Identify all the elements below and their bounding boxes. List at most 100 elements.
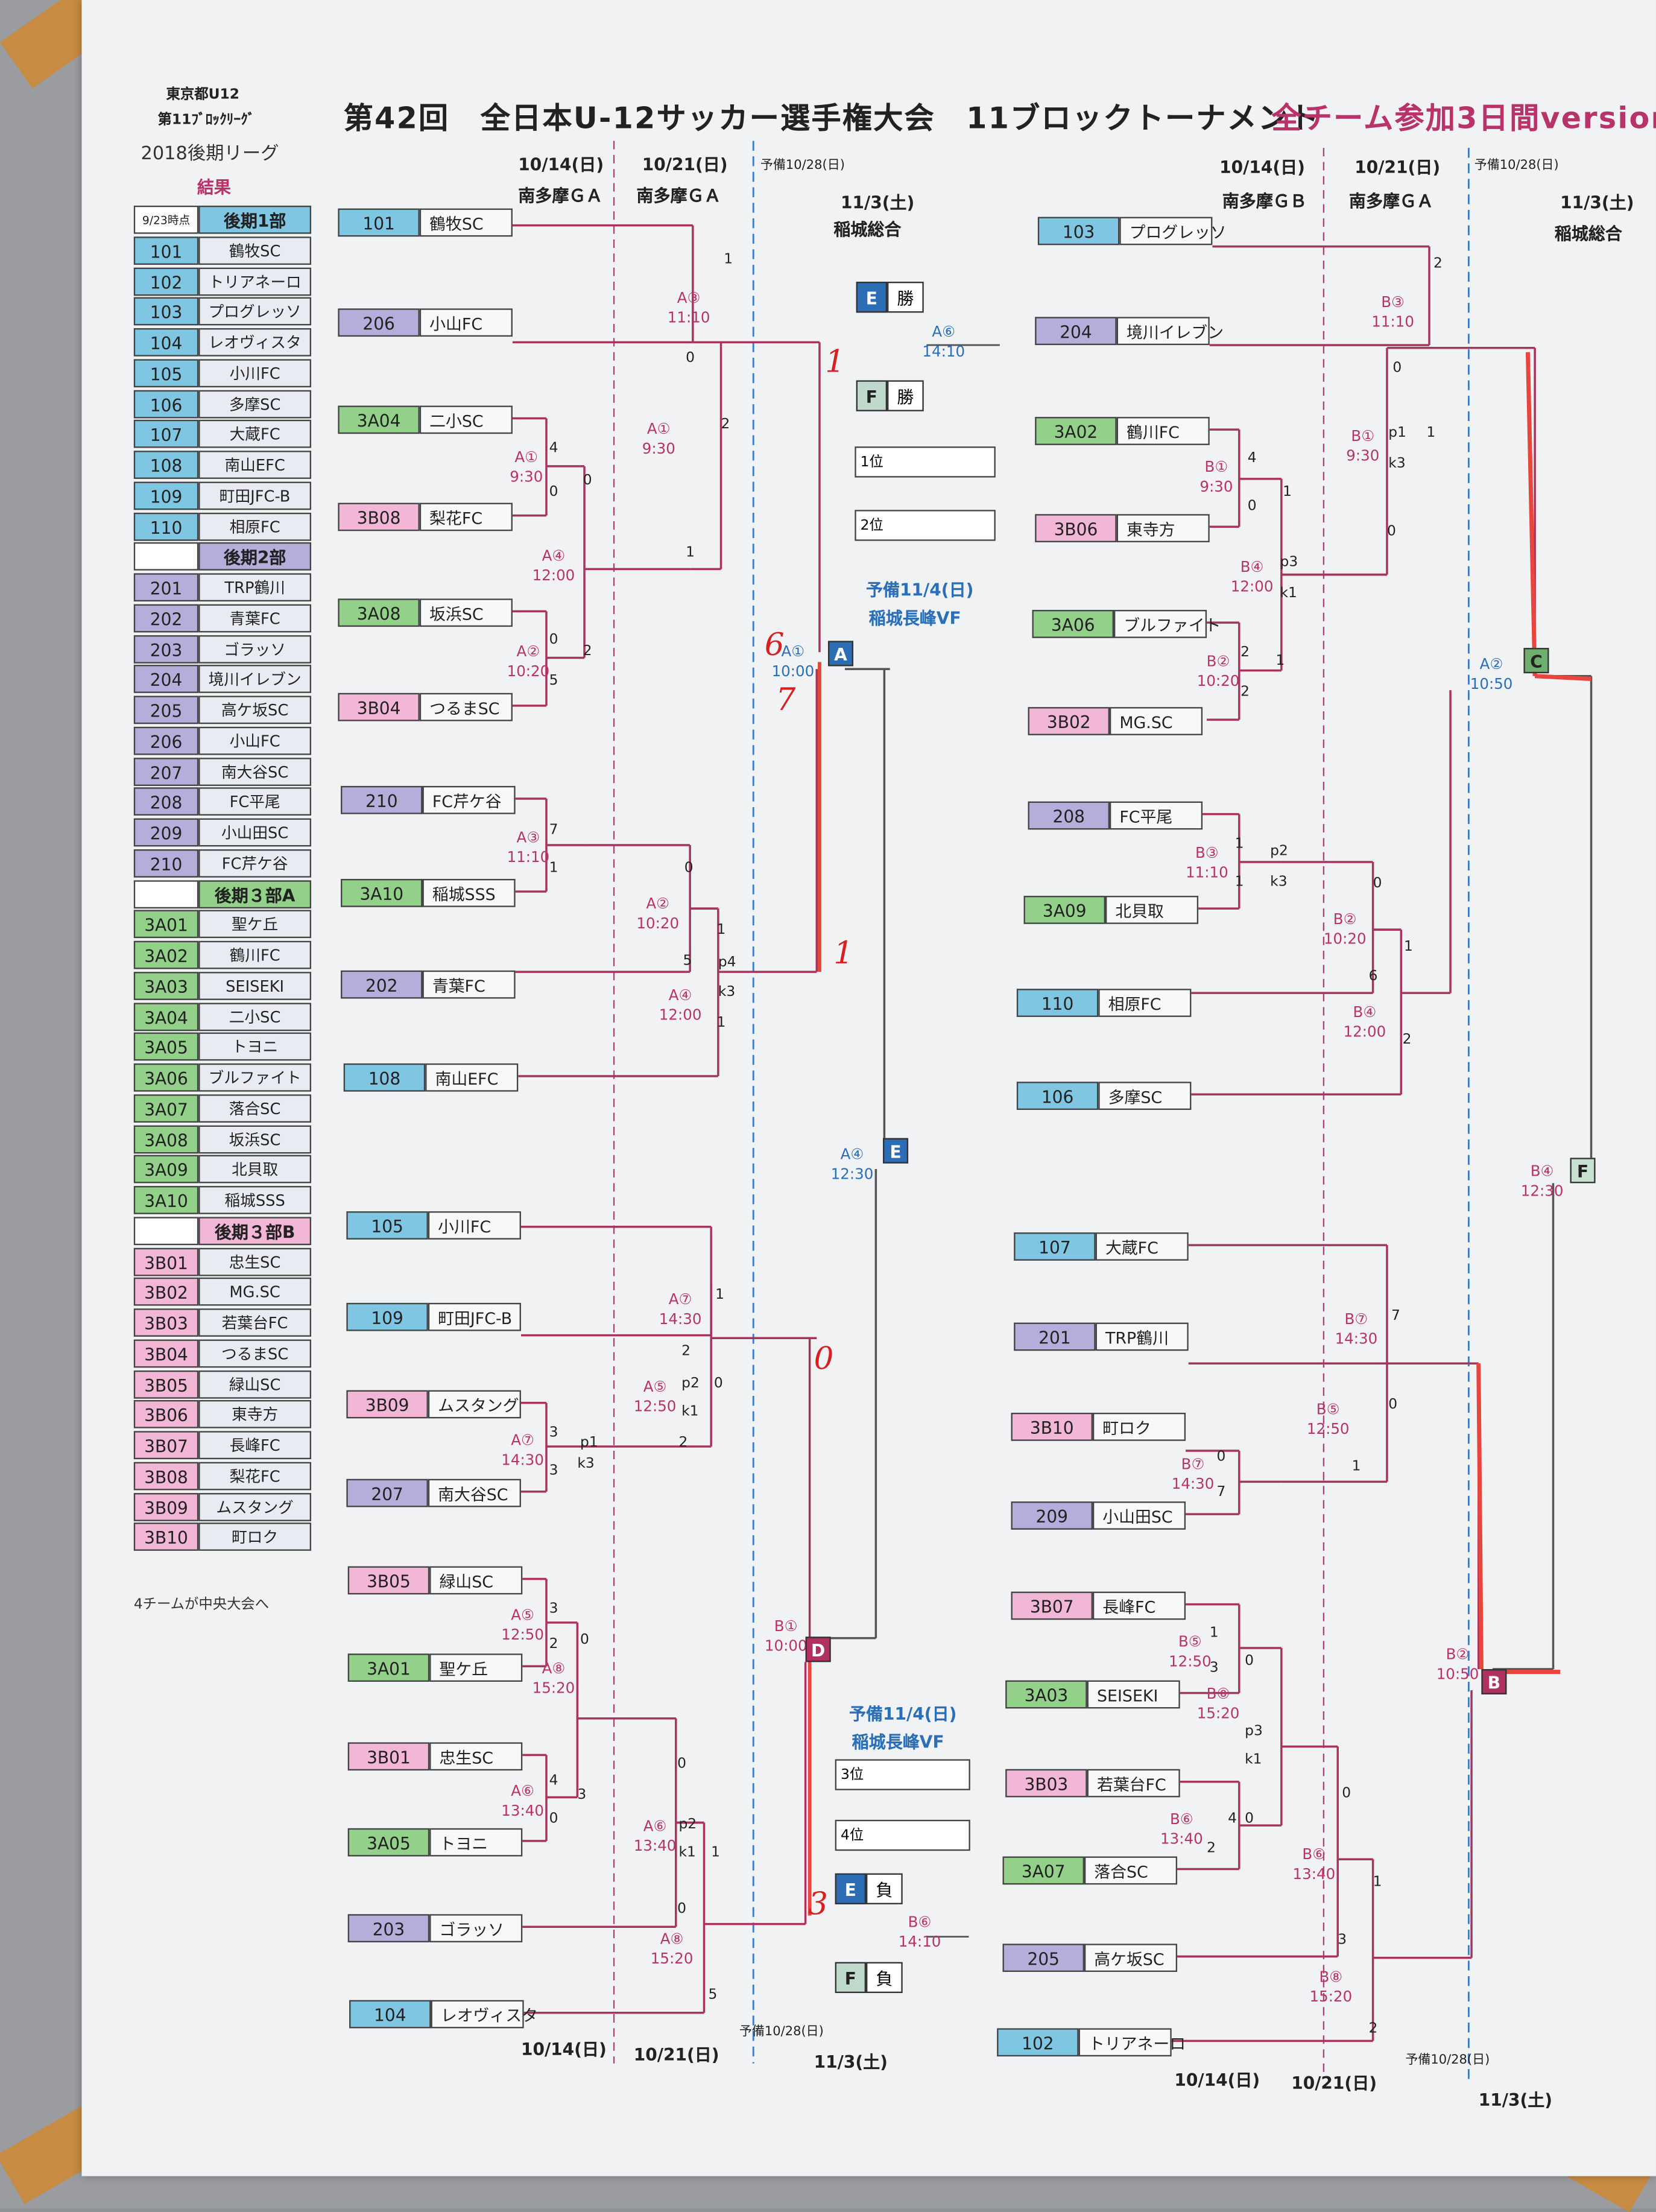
handwritten-score: 1 <box>833 936 854 972</box>
match-id: A⑥ <box>643 1818 667 1836</box>
team-code[interactable]: 104 <box>349 2000 431 2029</box>
team-code[interactable]: 203 <box>347 1914 430 1942</box>
qualification-note: 4チームが中央大会へ <box>133 1597 270 1613</box>
team-code[interactable]: 109 <box>346 1302 428 1331</box>
team-code[interactable]: 209 <box>1011 1501 1093 1530</box>
team-name[interactable]: 落合SC <box>1084 1856 1178 1885</box>
team-code[interactable]: 3A03 <box>1005 1680 1087 1709</box>
match-time: 10:50 <box>1436 1666 1479 1684</box>
team-code[interactable]: 201 <box>1014 1322 1096 1351</box>
team-name[interactable]: 坂浜SC <box>419 598 513 627</box>
team-name[interactable]: レオヴィスタ <box>431 2000 538 2029</box>
team-code[interactable]: 3A07 <box>1002 1856 1084 1885</box>
team-name[interactable]: 小山田SC <box>1092 1501 1186 1530</box>
standings-team-name: 二小SC <box>198 1002 312 1031</box>
team-code[interactable]: 3B01 <box>347 1742 430 1771</box>
team-code[interactable]: 3B07 <box>1011 1591 1093 1620</box>
team-code[interactable]: 3A09 <box>1023 896 1105 924</box>
team-name[interactable]: 小山FC <box>419 308 513 337</box>
team-name[interactable]: 若葉台FC <box>1087 1769 1180 1798</box>
team-name[interactable]: ゴラッソ <box>429 1914 523 1942</box>
team-name[interactable]: 長峰FC <box>1092 1591 1186 1620</box>
team-code[interactable]: 101 <box>338 208 420 237</box>
team-code[interactable]: 207 <box>346 1478 428 1507</box>
team-name[interactable]: 聖ケ丘 <box>429 1653 523 1682</box>
standings-team-code: 3A10 <box>133 1186 199 1214</box>
team-code[interactable]: 3B02 <box>1028 707 1110 735</box>
team-name[interactable]: 忠生SC <box>429 1742 523 1771</box>
team-name[interactable]: 南大谷SC <box>428 1478 521 1507</box>
team-code[interactable]: 107 <box>1014 1232 1096 1261</box>
team-name[interactable]: 鶴川FC <box>1116 417 1210 445</box>
team-name[interactable]: SEISEKI <box>1087 1680 1180 1709</box>
team-code[interactable]: 108 <box>343 1063 426 1092</box>
team-name[interactable]: 二小SC <box>419 405 513 434</box>
standings-team-code: 208 <box>133 787 199 816</box>
team-name[interactable]: 大蔵FC <box>1095 1232 1189 1261</box>
team-code[interactable]: 110 <box>1016 989 1099 1017</box>
team-name[interactable]: トリアネーロ <box>1078 2028 1186 2057</box>
score: p2 <box>681 1376 700 1392</box>
team-code[interactable]: 3B04 <box>338 692 420 721</box>
team-code[interactable]: 3B10 <box>1011 1413 1093 1441</box>
team-code[interactable]: 208 <box>1028 801 1110 830</box>
match-time: 10:50 <box>1470 676 1513 693</box>
team-code[interactable]: 3B03 <box>1005 1769 1087 1798</box>
team-code[interactable]: 3A05 <box>347 1828 430 1857</box>
match-time: 10:00 <box>771 663 815 680</box>
team-name[interactable]: 梨花FC <box>419 502 513 531</box>
score: k1 <box>681 1404 699 1420</box>
team-code[interactable]: 3B06 <box>1035 514 1117 542</box>
team-name[interactable]: 稲城SSS <box>422 879 516 907</box>
score: 1 <box>715 1287 725 1303</box>
team-name[interactable]: 高ケ坂SC <box>1084 1944 1178 1972</box>
team-name[interactable]: MG.SC <box>1109 707 1203 735</box>
team-code[interactable]: 103 <box>1037 217 1120 246</box>
team-code[interactable]: 3A01 <box>347 1653 430 1682</box>
team-code[interactable]: 105 <box>346 1211 428 1240</box>
team-name[interactable]: 緑山SC <box>429 1566 523 1595</box>
team-name[interactable]: TRP鶴川 <box>1095 1322 1189 1351</box>
team-name[interactable]: プログレッソ <box>1119 217 1227 246</box>
team-name[interactable]: FC芹ケ谷 <box>422 785 516 814</box>
match-time: 9:30 <box>1346 448 1380 465</box>
team-name[interactable]: 境川イレブン <box>1116 317 1224 346</box>
team-code[interactable]: 3A08 <box>338 598 420 627</box>
team-name[interactable]: FC平尾 <box>1109 801 1203 830</box>
team-name[interactable]: 青葉FC <box>422 970 516 999</box>
team-name[interactable]: 南山EFC <box>425 1063 519 1092</box>
team-code[interactable]: 3B05 <box>347 1566 430 1595</box>
team-name[interactable]: 小川FC <box>428 1211 521 1240</box>
team-code[interactable]: 210 <box>341 785 423 814</box>
team-name[interactable]: ムスタング <box>428 1390 521 1419</box>
team-code[interactable]: 3A10 <box>341 879 423 907</box>
team-code[interactable]: 202 <box>341 970 423 999</box>
team-name[interactable]: つるまSC <box>419 692 513 721</box>
team-code[interactable]: 3A04 <box>338 405 420 434</box>
team-code[interactable]: 106 <box>1016 1082 1099 1110</box>
standings-blank <box>133 879 199 908</box>
team-name[interactable]: 相原FC <box>1098 989 1192 1017</box>
team-code[interactable]: 204 <box>1035 317 1117 346</box>
team-code[interactable]: 3A02 <box>1035 417 1117 445</box>
team-code[interactable]: 102 <box>997 2028 1079 2057</box>
team-name[interactable]: 町ロク <box>1092 1413 1186 1441</box>
team-code[interactable]: 3A06 <box>1032 610 1114 638</box>
team-name[interactable]: 鶴牧SC <box>419 208 513 237</box>
team-name[interactable]: 北貝取 <box>1105 896 1199 924</box>
team-code[interactable]: 205 <box>1002 1944 1084 1972</box>
team-name[interactable]: ブルファイト <box>1113 610 1221 638</box>
team-code[interactable]: 206 <box>338 308 420 337</box>
team-name[interactable]: 町田JFC-B <box>428 1302 521 1331</box>
standings-as-of: 9/23時点 <box>133 205 199 234</box>
team-name[interactable]: 東寺方 <box>1116 514 1210 542</box>
team-name[interactable]: 多摩SC <box>1098 1082 1192 1110</box>
team-code[interactable]: 3B08 <box>338 502 420 531</box>
team-code[interactable]: 3B09 <box>346 1390 428 1419</box>
team-name[interactable]: トヨニ <box>429 1828 523 1857</box>
match-time: 10:20 <box>1323 931 1367 948</box>
final-slot-label: 負 <box>866 1873 903 1904</box>
